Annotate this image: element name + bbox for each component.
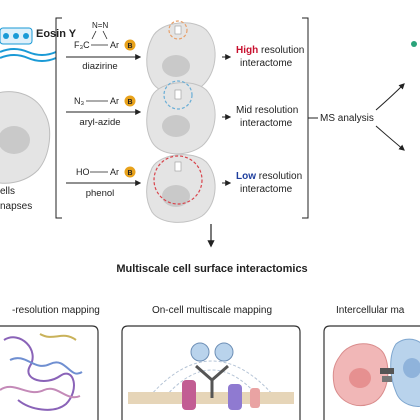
probe-formula-left: N₃ bbox=[74, 96, 84, 106]
receptor-protein bbox=[228, 384, 242, 410]
result-title-high: High resolution bbox=[236, 45, 304, 56]
labeling-radius-large bbox=[153, 155, 203, 205]
receptor-icon bbox=[174, 25, 182, 35]
left-cell-nucleus bbox=[0, 126, 30, 154]
result-dot-icon bbox=[411, 41, 417, 47]
biotin-badge-label: B bbox=[127, 99, 132, 106]
probe-row-phenol: HO Ar B phenol Low resolution interactom… bbox=[66, 154, 302, 223]
result-line2-mid: interactome bbox=[240, 118, 293, 129]
nucleus-mid bbox=[162, 115, 190, 137]
labeling-radius-medium bbox=[163, 80, 193, 110]
panel-label-left: -resolution mapping bbox=[12, 305, 100, 316]
cell-blue-nucleus bbox=[403, 358, 420, 378]
biotin-badge-label: B bbox=[127, 170, 132, 177]
result-title-mid: Mid resolution bbox=[236, 105, 298, 116]
synapse-icon bbox=[380, 368, 394, 374]
probe-name: diazirine bbox=[82, 61, 117, 72]
section-heading: Multiscale cell surface interactomics bbox=[116, 263, 307, 275]
panel-frame-middle bbox=[121, 325, 301, 420]
eosin-ring-icon bbox=[23, 33, 29, 39]
nucleus-high bbox=[162, 55, 190, 77]
biotin-badge-icon bbox=[124, 95, 136, 107]
panel-middle: On-cell multiscale mapping bbox=[121, 305, 301, 420]
left-bracket bbox=[55, 17, 62, 219]
probe-formula-top: N=N bbox=[92, 21, 108, 30]
membrane-line bbox=[0, 54, 57, 62]
result-line2-low: interactome bbox=[240, 184, 293, 195]
eosin-ring-icon bbox=[3, 33, 9, 39]
receptor-icon bbox=[174, 89, 182, 100]
protein-ribbon bbox=[3, 336, 75, 411]
probe-name: aryl-azide bbox=[79, 117, 120, 128]
panel-label-right: Intercellular ma bbox=[336, 305, 405, 316]
probe-name: phenol bbox=[86, 188, 115, 199]
ms-arrow-up bbox=[375, 83, 405, 111]
ligand-icon bbox=[214, 342, 234, 362]
probe-formula-left: F₃C bbox=[74, 40, 90, 50]
synapse-icon bbox=[382, 376, 392, 382]
panel-frame-left bbox=[0, 325, 99, 420]
biotin-badge-icon bbox=[124, 39, 136, 51]
protein-ribbon bbox=[39, 333, 77, 341]
biotin-badge-label: B bbox=[127, 43, 132, 50]
panel-frame-right bbox=[323, 325, 420, 420]
receptor-protein bbox=[250, 388, 260, 408]
receptor-protein bbox=[182, 380, 196, 410]
cell-caption-2: napses bbox=[0, 201, 32, 212]
probe-formula-right: Ar bbox=[110, 40, 119, 50]
eosin-group: Eosin Y bbox=[0, 27, 77, 62]
ms-analysis-label: MS analysis bbox=[320, 113, 374, 124]
cell-red-nucleus bbox=[349, 368, 371, 388]
biotin-badge-icon bbox=[124, 166, 136, 178]
panel-right: Intercellular ma bbox=[323, 305, 420, 420]
labeling-radius-small bbox=[168, 20, 188, 40]
probe-formula-right: Ar bbox=[110, 167, 119, 177]
nucleus-low bbox=[162, 185, 190, 207]
panel-label-middle: On-cell multiscale mapping bbox=[152, 305, 272, 316]
result-title-low: Low resolution bbox=[236, 171, 302, 182]
probe-row-diazirine: N=N F₃C Ar B diazirine High resolution i… bbox=[66, 20, 304, 95]
ms-arrow-down bbox=[375, 125, 405, 151]
probe-formula-left: HO bbox=[76, 167, 90, 177]
eosin-ring-icon bbox=[13, 33, 19, 39]
probe-row-aryl-azide: N₃ Ar B aryl-azide Mid resolution intera… bbox=[66, 80, 298, 155]
protein-ribbon bbox=[0, 385, 81, 399]
cell-caption-1: ells bbox=[0, 186, 15, 197]
protein-ribbon bbox=[9, 357, 83, 375]
left-cell: ells napses bbox=[0, 91, 51, 212]
membrane-line bbox=[0, 48, 57, 56]
antibody-icon bbox=[195, 364, 229, 382]
panel-left: -resolution mapping bbox=[0, 305, 100, 420]
probe-formula-right: Ar bbox=[110, 96, 119, 106]
receptor-icon bbox=[174, 161, 182, 172]
result-line2-high: interactome bbox=[240, 58, 293, 69]
ligand-icon bbox=[190, 342, 210, 362]
